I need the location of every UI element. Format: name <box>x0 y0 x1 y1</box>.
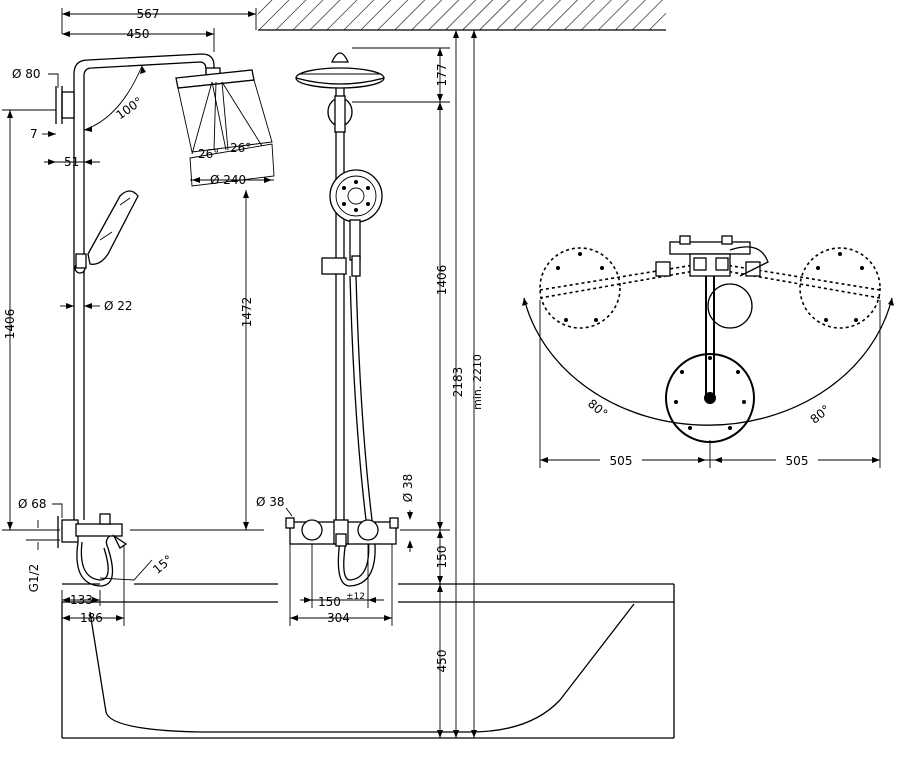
bathtub <box>61 583 675 739</box>
dim-spout-projection: 186 <box>80 611 103 625</box>
dim-total-height: 2183 <box>451 367 465 398</box>
dim-flange-diameter-bottom: Ø 68 <box>18 497 47 511</box>
dim-spout-angle: 15° <box>150 552 175 576</box>
dim-overall-width: 567 <box>137 7 160 21</box>
dim-riser-height: 1406 <box>3 309 17 340</box>
dim-swivel-left-reach: 505 <box>610 454 633 468</box>
front-view-shower <box>285 52 399 587</box>
dim-mixer-width: 304 <box>327 611 350 625</box>
dim-wall-offset: 51 <box>64 155 79 169</box>
dim-front-flange-diameter: Ø 38 <box>256 495 285 509</box>
dim-riser-length: 1472 <box>240 297 254 328</box>
dim-front-head-height: 177 <box>435 64 449 87</box>
dim-head-tilt-right: 26° <box>230 141 251 155</box>
dim-front-pipe-diameter: Ø 38 <box>401 474 415 503</box>
dim-head-tilt-left: 26° <box>198 147 219 161</box>
side-view-shower <box>55 53 275 587</box>
dim-head-diameter: Ø 240 <box>210 173 246 187</box>
dim-arm-angle: 100° <box>113 94 145 122</box>
dim-connection-tolerance: ±12 <box>346 592 365 602</box>
dim-tub-height: 450 <box>435 650 449 673</box>
dim-connection-spacing: 150 <box>318 595 341 609</box>
dim-front-riser-height: 1406 <box>435 265 449 296</box>
dim-inlet-thread: G1/2 <box>27 564 41 593</box>
top-view-swivel: 80° 80° 505 505 <box>522 235 894 468</box>
dim-arm-length: 450 <box>127 27 150 41</box>
dim-swivel-right-reach: 505 <box>786 454 809 468</box>
dim-wall-flange-diameter: Ø 80 <box>12 67 41 81</box>
dim-mixer-to-tub-height: 150 <box>435 546 449 569</box>
dim-spout-offset: 133 <box>70 593 93 607</box>
dim-swivel-right-angle: 80° <box>808 402 833 426</box>
front-dimensions: 177 1406 150 450 2183 min. 2210 Ø 38 Ø 3… <box>256 30 484 738</box>
dim-min-install-height: min. 2210 <box>471 354 484 410</box>
dim-wall-offset-small: 7 <box>30 127 38 141</box>
dim-riser-diameter: Ø 22 <box>104 299 133 313</box>
ceiling <box>258 0 666 31</box>
